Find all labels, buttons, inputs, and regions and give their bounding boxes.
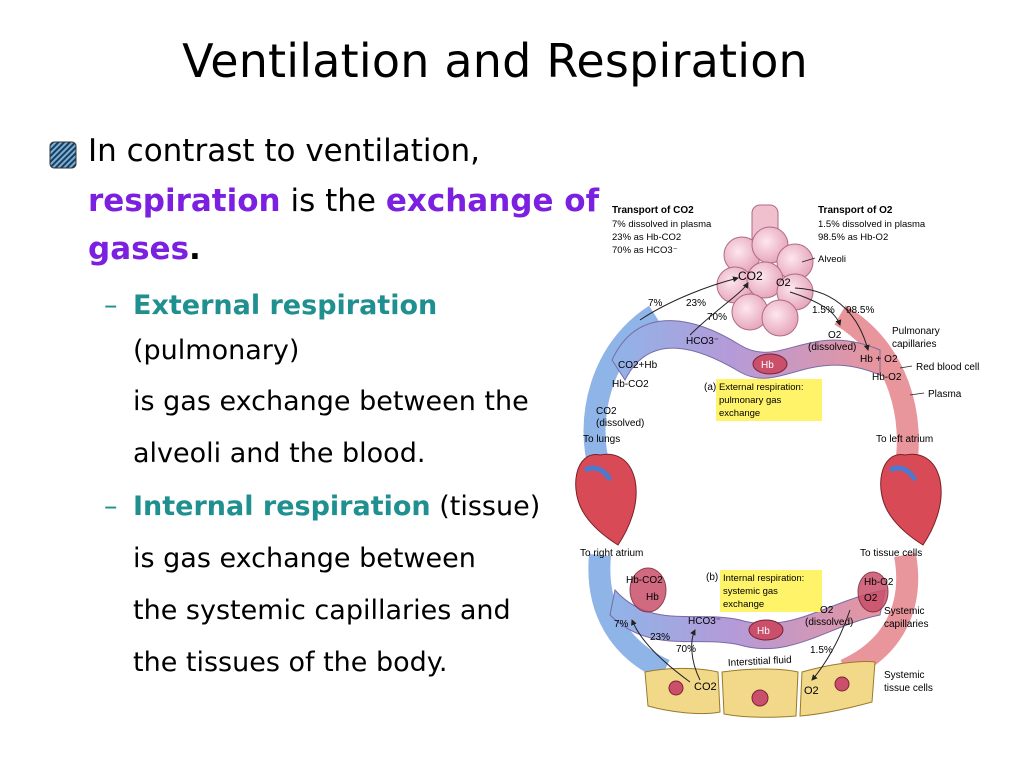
svg-text:systemic gas: systemic gas <box>723 586 778 597</box>
dissolved-bottom: (dissolved) <box>805 617 853 628</box>
systemic-capillaries-label: Systemic <box>884 606 925 617</box>
external-paren: (pulmonary) <box>133 335 300 366</box>
svg-text:pulmonary gas: pulmonary gas <box>719 395 782 406</box>
hb-co2-bottom: Hb-CO2 <box>626 575 663 586</box>
co2-hb: CO2+Hb <box>618 360 658 371</box>
systemic-capillaries-label: capillaries <box>884 619 928 630</box>
hb-top: Hb <box>761 360 774 371</box>
o2-tissue: O2 <box>804 685 819 697</box>
pulmonary-capillaries-label: Pulmonary <box>892 326 940 337</box>
co2-dissolved-top: CO2 <box>596 406 617 417</box>
interstitial-fluid-label: Interstitial fluid <box>728 655 792 669</box>
heart-left-icon <box>575 453 637 546</box>
svg-text:External respiration:: External respiration: <box>719 382 803 393</box>
sub-bullet-dash: – <box>104 290 118 321</box>
pulmonary-vessel-red <box>834 305 919 473</box>
slide-title: Ventilation and Respiration <box>182 34 808 88</box>
o2-line: 1.5% dissolved in plasma <box>818 219 926 230</box>
sub-bullet-dash: – <box>104 491 118 522</box>
to-right-atrium-label: To right atrium <box>580 548 643 559</box>
term-respiration: respiration <box>88 183 281 219</box>
external-respiration-box <box>716 379 822 421</box>
systemic-tissue-cells-label: tissue cells <box>884 683 933 694</box>
o2-dissolved-top: O2 <box>828 330 842 341</box>
co2-tissue: CO2 <box>694 681 717 693</box>
pulmonary-capillary-band <box>611 320 881 382</box>
heart-right-icon <box>880 453 942 546</box>
bullet-icon <box>49 141 77 169</box>
pct-70-bottom: 70% <box>676 644 696 655</box>
external-line-2: is gas exchange between the <box>133 386 529 417</box>
o2-bottom-right: O2 <box>864 593 878 604</box>
co2-line: 70% as HCO3⁻ <box>612 245 678 256</box>
pct-70-top: 70% <box>707 312 727 323</box>
hb-bottom-left: Hb <box>646 592 659 603</box>
o2-alveoli: O2 <box>776 277 791 289</box>
pct-7-top: 7% <box>648 298 663 309</box>
bullet-line-1: In contrast to ventilation, <box>88 133 481 169</box>
o2-line: 98.5% as Hb-O2 <box>818 232 888 243</box>
pct-15-bottom: 1.5% <box>810 645 833 656</box>
pct-985-top: 98.5% <box>846 305 874 316</box>
plasma-label: Plasma <box>928 389 962 400</box>
hb-plus-o2: Hb + O2 <box>860 354 898 365</box>
external-line-3: alveoli and the blood. <box>133 438 426 469</box>
dissolved-top-right: (dissolved) <box>808 342 856 353</box>
svg-text:Internal respiration:: Internal respiration: <box>723 573 804 584</box>
internal-line-2: is gas exchange between <box>133 543 476 574</box>
label-b: (b) <box>706 572 718 583</box>
pct-15-top: 1.5% <box>812 305 835 316</box>
o2-dissolved-bottom: O2 <box>820 605 834 616</box>
term-exchange-of: exchange of <box>385 183 600 219</box>
to-left-atrium-label: To left atrium <box>876 434 933 445</box>
label-a: (a) <box>704 382 716 393</box>
internal-line-4: the tissues of the body. <box>133 647 448 678</box>
svg-text:exchange: exchange <box>723 599 764 610</box>
bullet-line-2: respiration is the exchange of <box>88 183 600 219</box>
co2-line: 23% as Hb-CO2 <box>612 232 681 243</box>
to-tissue-cells-label: To tissue cells <box>860 548 922 559</box>
internal-respiration-term: Internal respiration <box>133 491 431 522</box>
co2-line: 7% dissolved in plasma <box>612 219 712 230</box>
systemic-capillary-band <box>609 588 886 650</box>
co2-alveoli: CO2 <box>738 269 763 283</box>
systemic-tissue-cells-label: Systemic <box>884 670 925 681</box>
hb-bottom: Hb <box>757 626 770 637</box>
alveoli-cluster <box>716 204 814 337</box>
systemic-vessel-blue <box>588 554 670 681</box>
hb-o2-bottom: Hb-O2 <box>864 577 894 588</box>
gas-exchange-diagram: Transport of CO2 7% dissolved in plasma … <box>575 204 979 718</box>
internal-line-1: Internal respiration (tissue) <box>133 491 541 522</box>
tissue-cells <box>644 661 876 718</box>
o2-transport-title: Transport of O2 <box>818 205 893 216</box>
hb-o2-top: Hb-O2 <box>872 372 902 383</box>
alveoli-label: Alveoli <box>818 254 846 265</box>
hco3-bottom: HCO3⁻ <box>688 616 721 627</box>
hco3-top: HCO3⁻ <box>686 336 719 347</box>
hb-co2-top: Hb-CO2 <box>612 379 649 390</box>
pct-7-bottom: 7% <box>614 619 629 630</box>
pct-23-top: 23% <box>686 298 706 309</box>
internal-line-3: the systemic capillaries and <box>133 595 511 626</box>
external-respiration-term: External respiration <box>133 290 438 321</box>
co2-transport-title: Transport of CO2 <box>612 205 694 216</box>
term-gases: gases <box>88 231 190 267</box>
bullet-line-3: gases. <box>88 231 201 267</box>
internal-respiration-box <box>720 570 822 612</box>
svg-text:exchange: exchange <box>719 408 760 419</box>
pulmonary-capillaries-label: capillaries <box>892 339 936 350</box>
dissolved-top-left: (dissolved) <box>596 418 644 429</box>
red-blood-cell-label: Red blood cell <box>916 362 979 373</box>
pct-23-bottom: 23% <box>650 632 670 643</box>
to-lungs-label: To lungs <box>583 434 620 445</box>
